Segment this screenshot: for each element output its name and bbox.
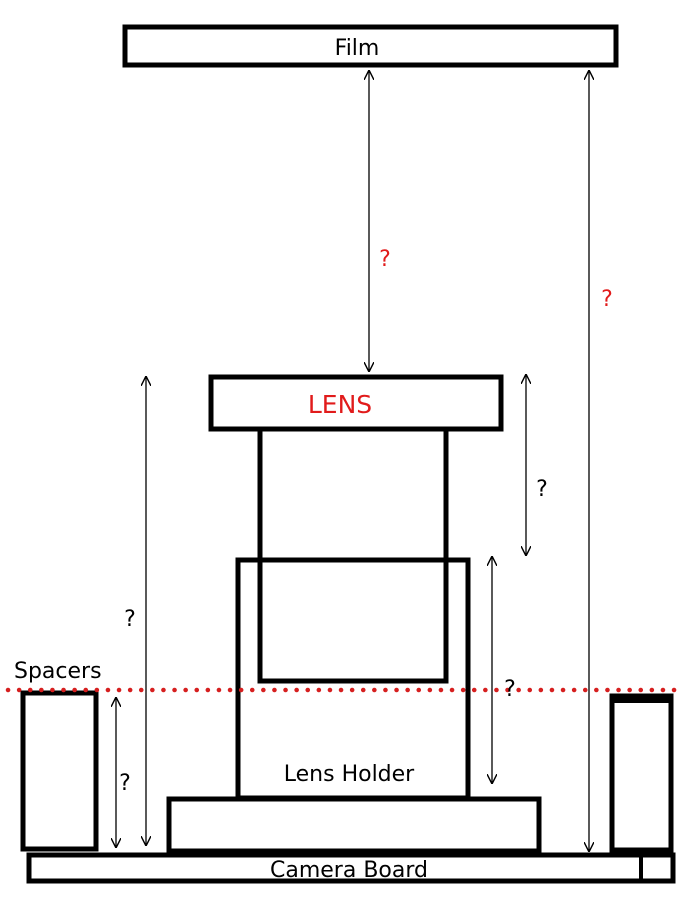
film-box [122, 24, 619, 68]
lens-box [208, 374, 504, 432]
q-holder-height: ? [504, 677, 516, 702]
lens-barrel [257, 425, 449, 684]
spacers-label: Spacers [14, 659, 102, 684]
holder-base-block [166, 796, 542, 854]
q-lens-height: ? [536, 477, 548, 502]
lens-label: LENS [308, 390, 372, 419]
spacer-right [609, 693, 674, 853]
camera-board-label: Camera Board [270, 858, 428, 883]
spacer-right-cap [612, 694, 671, 703]
camera-board-box [26, 852, 676, 884]
spacer-left [20, 690, 99, 852]
q-spacer-height: ? [119, 771, 131, 796]
q-lens-to-board: ? [124, 607, 136, 632]
q-film-to-lens: ? [379, 247, 391, 272]
film-label: Film [335, 36, 380, 61]
lens-holder-label: Lens Holder [284, 762, 415, 787]
q-film-to-board: ? [601, 287, 613, 312]
